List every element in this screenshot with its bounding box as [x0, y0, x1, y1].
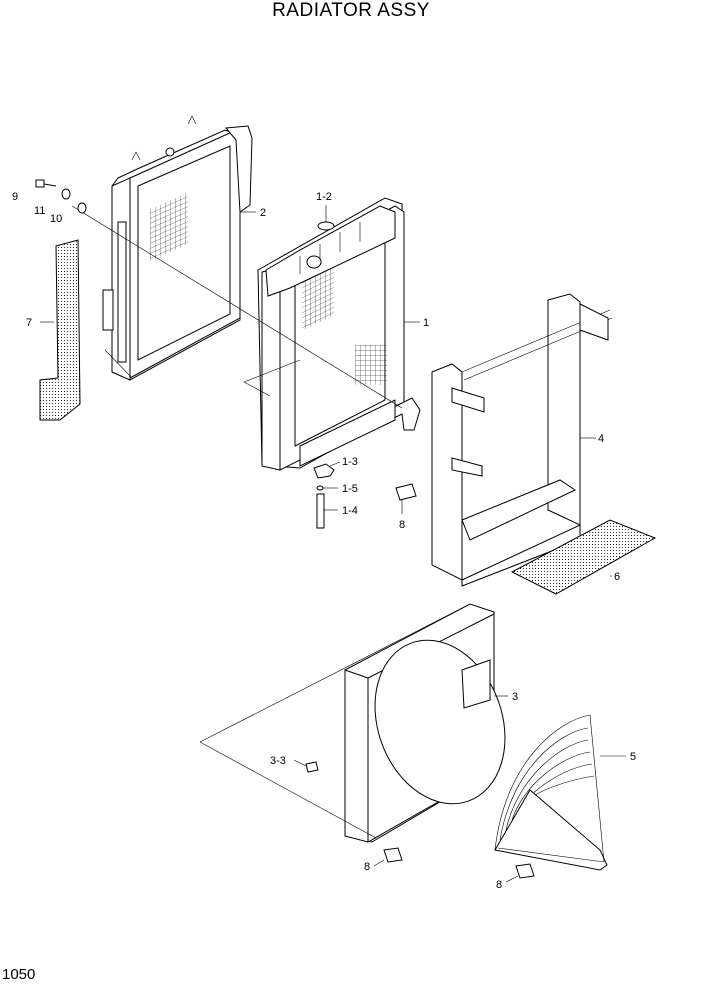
- part-5-fan-guard: [494, 714, 608, 871]
- part-1-radiator-core: [71, 197, 421, 471]
- leader-lines: [40, 205, 626, 883]
- callout-8-shroud: 8: [364, 861, 370, 873]
- part-3-fan-shroud: [199, 603, 506, 843]
- diagram-title: RADIATOR ASSY: [272, 0, 430, 21]
- callout-3-3: 3-3: [270, 755, 286, 767]
- part-2-radiator-frame: [102, 115, 253, 381]
- callout-9: 9: [12, 191, 18, 203]
- callout-1-3: 1-3: [342, 456, 358, 468]
- bolt-washer-set: [35, 179, 87, 214]
- drain-cock-assembly: [313, 463, 335, 529]
- callout-1-5: 1-5: [342, 483, 358, 495]
- callout-6: 6: [614, 571, 620, 583]
- callout-8-guard: 8: [496, 879, 502, 891]
- callout-3: 3: [512, 691, 518, 703]
- callout-1-2: 1-2: [316, 191, 332, 203]
- part-7-foam-seal: [39, 239, 81, 421]
- page-number: 1050: [2, 966, 36, 983]
- callout-1-4: 1-4: [342, 505, 358, 517]
- part-6-foam-pad: [510, 519, 657, 595]
- callout-4: 4: [598, 433, 604, 445]
- shroud-bolts: [305, 483, 535, 879]
- callout-10: 10: [50, 213, 62, 225]
- callout-11: 11: [34, 205, 45, 217]
- part-4-mount-frame: [431, 293, 613, 587]
- callout-1: 1: [423, 317, 429, 329]
- callout-5: 5: [630, 751, 636, 763]
- callout-8-upper: 8: [399, 519, 405, 531]
- callout-7: 7: [26, 317, 32, 329]
- callout-2: 2: [260, 207, 266, 219]
